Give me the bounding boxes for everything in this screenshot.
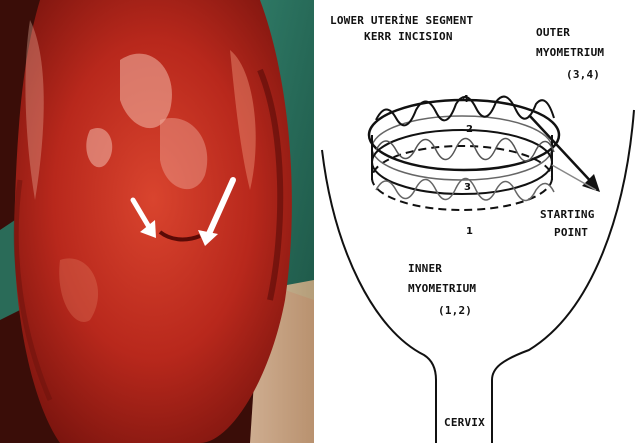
cervix-label: CERVIX bbox=[444, 416, 485, 430]
inner-label-line1: INNER bbox=[408, 262, 442, 276]
starting-label-line2: POINT bbox=[554, 226, 588, 240]
kerr-incision-diagram: LOWER UTERİNE SEGMENT KERR INCISION OUTE… bbox=[314, 0, 642, 443]
inner-label-line3: (1,2) bbox=[438, 304, 472, 318]
outer-label-line3: (3,4) bbox=[566, 68, 600, 82]
layer-number-4: 4 bbox=[462, 94, 469, 105]
outer-label-line1: OUTER bbox=[536, 26, 570, 40]
inner-label-line2: MYOMETRIUM bbox=[408, 282, 476, 296]
surgical-photo bbox=[0, 0, 314, 443]
suture-wave-middle bbox=[376, 138, 554, 161]
starting-arrow-icon bbox=[529, 115, 600, 192]
outer-label-line2: MYOMETRIUM bbox=[536, 46, 604, 60]
layer-number-2: 2 bbox=[466, 124, 473, 135]
diagram-title-line2: KERR INCISION bbox=[364, 30, 453, 44]
surgical-photo-graphic bbox=[0, 0, 314, 443]
diagram-title-line1: LOWER UTERİNE SEGMENT bbox=[330, 14, 473, 28]
layer-number-1: 1 bbox=[466, 226, 473, 237]
starting-label-line1: STARTING bbox=[540, 208, 595, 222]
layer-number-3: 3 bbox=[464, 182, 471, 193]
